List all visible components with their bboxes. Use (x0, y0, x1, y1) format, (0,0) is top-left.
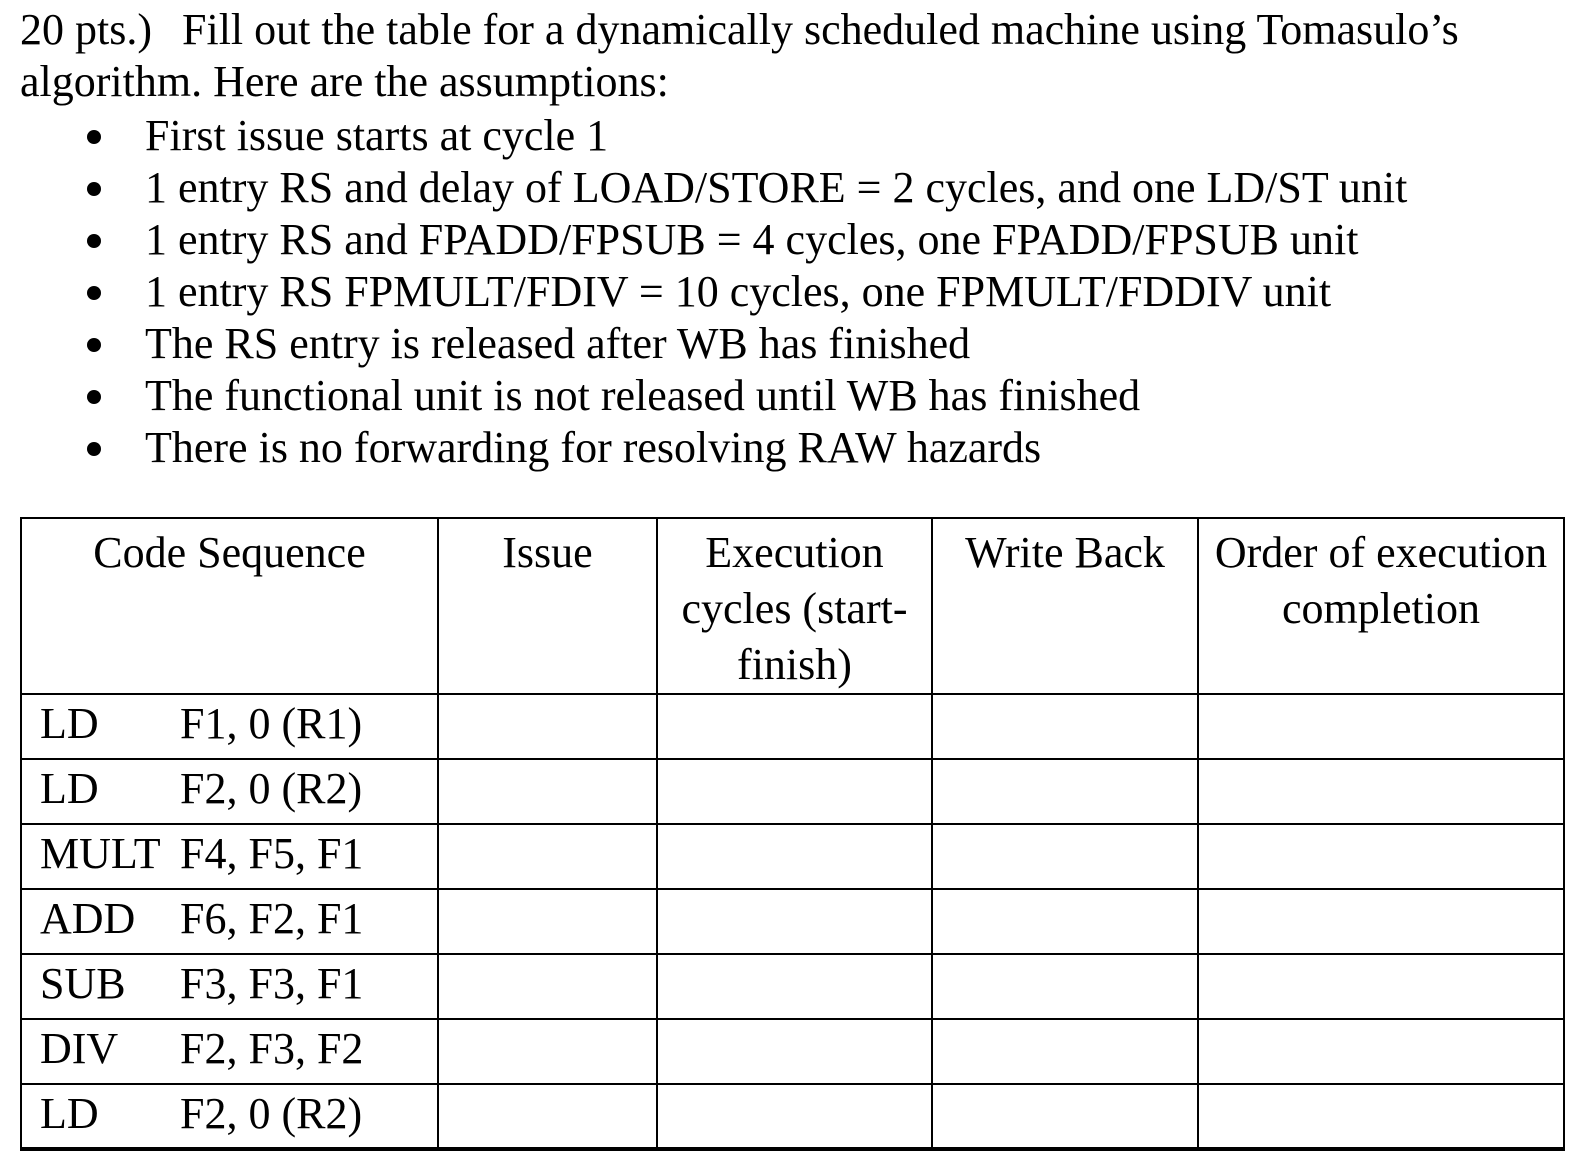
problem-statement-line1: 20 pts.) Fill out the table for a dynamic… (20, 4, 1459, 56)
write-back-cell (931, 953, 1199, 1020)
order-cell (1197, 1083, 1565, 1151)
code-cell: LD F2, 0 (R2) (20, 758, 439, 825)
assumption-text: The functional unit is not released unti… (145, 371, 1141, 420)
order-cell (1197, 888, 1565, 955)
execution-cell (656, 1083, 933, 1151)
header-row: Code Sequence Issue Execution cycles (st… (20, 517, 1565, 695)
table-row: LD F2, 0 (R2) (20, 1083, 1565, 1151)
opcode: LD (40, 1089, 99, 1138)
assumptions-list: First issue starts at cycle 1 1 entry RS… (85, 110, 1407, 474)
problem-statement-line2: algorithm. Here are the assumptions: (20, 57, 669, 106)
assumption-text: The RS entry is released after WB has fi… (145, 319, 971, 368)
code-cell: DIV F2, F3, F2 (20, 1018, 439, 1085)
execution-cell (656, 693, 933, 760)
code-cell: ADD F6, F2, F1 (20, 888, 439, 955)
execution-cell (656, 823, 933, 890)
issue-cell (437, 758, 658, 825)
bullet-icon (87, 130, 101, 144)
table-row: SUB F3, F3, F1 (20, 953, 1565, 1020)
opcode: ADD (40, 894, 136, 943)
execution-cell (656, 758, 933, 825)
bullet-icon (87, 442, 101, 456)
execution-cell (656, 888, 933, 955)
operands: F2, 0 (R2) (180, 764, 363, 813)
bullet-icon (87, 234, 101, 248)
order-cell (1197, 823, 1565, 890)
code-cell: LD F2, 0 (R2) (20, 1083, 439, 1151)
operands: F3, F3, F1 (180, 959, 364, 1008)
order-cell (1197, 1018, 1565, 1085)
code-cell: SUB F3, F3, F1 (20, 953, 439, 1020)
opcode: LD (40, 699, 99, 748)
operands: F6, F2, F1 (180, 894, 364, 943)
opcode: DIV (40, 1024, 119, 1073)
bullet-icon (87, 286, 101, 300)
issue-cell (437, 1083, 658, 1151)
issue-cell (437, 953, 658, 1020)
operands: F2, F3, F2 (180, 1024, 364, 1073)
table-row: LD F2, 0 (R2) (20, 758, 1565, 825)
code-cell: LD F1, 0 (R1) (20, 693, 439, 760)
problem-text: Fill out the table for a dynamically sch… (182, 5, 1459, 54)
write-back-cell (931, 693, 1199, 760)
issue-cell (437, 1018, 658, 1085)
issue-cell (437, 888, 658, 955)
write-back-cell (931, 888, 1199, 955)
col-header-code-sequence: Code Sequence (20, 517, 439, 695)
tomasulo-schedule-table: Code Sequence Issue Execution cycles (st… (20, 517, 1565, 1151)
assumption-text: 1 entry RS FPMULT/FDIV = 10 cycles, one … (145, 267, 1332, 316)
problem-statement: 20 pts.) Fill out the table for a dynamic… (20, 4, 1459, 108)
operands: F1, 0 (R1) (180, 699, 363, 748)
table-row: ADD F6, F2, F1 (20, 888, 1565, 955)
table-row: LD F1, 0 (R1) (20, 693, 1565, 760)
assumption-text: There is no forwarding for resolving RAW… (145, 423, 1042, 472)
assumption-item: There is no forwarding for resolving RAW… (85, 422, 1407, 474)
assumption-item: 1 entry RS FPMULT/FDIV = 10 cycles, one … (85, 266, 1407, 318)
bullet-icon (87, 338, 101, 352)
col-header-write-back: Write Back (931, 517, 1199, 695)
bullet-icon (87, 390, 101, 404)
code-cell: MULT F4, F5, F1 (20, 823, 439, 890)
operands: F2, 0 (R2) (180, 1089, 363, 1138)
assumption-item: The RS entry is released after WB has fi… (85, 318, 1407, 370)
write-back-cell (931, 1018, 1199, 1085)
execution-cell (656, 953, 933, 1020)
points-label: 20 pts.) (20, 5, 152, 54)
col-header-order-of-completion: Order of execution completion (1197, 517, 1565, 695)
assumption-text: 1 entry RS and delay of LOAD/STORE = 2 c… (145, 163, 1408, 212)
table-row: DIV F2, F3, F2 (20, 1018, 1565, 1085)
issue-cell (437, 693, 658, 760)
issue-cell (437, 823, 658, 890)
operands: F4, F5, F1 (180, 829, 364, 878)
write-back-cell (931, 1083, 1199, 1151)
col-header-execution-cycles: Execution cycles (start- finish) (656, 517, 933, 695)
assumption-item: First issue starts at cycle 1 (85, 110, 1407, 162)
table-row: MULT F4, F5, F1 (20, 823, 1565, 890)
assumption-item: The functional unit is not released unti… (85, 370, 1407, 422)
order-cell (1197, 953, 1565, 1020)
execution-cell (656, 1018, 933, 1085)
assumption-item: 1 entry RS and delay of LOAD/STORE = 2 c… (85, 162, 1407, 214)
assumption-item: 1 entry RS and FPADD/FPSUB = 4 cycles, o… (85, 214, 1407, 266)
assumption-text: 1 entry RS and FPADD/FPSUB = 4 cycles, o… (145, 215, 1359, 264)
assumption-text: First issue starts at cycle 1 (145, 111, 609, 160)
write-back-cell (931, 823, 1199, 890)
opcode: LD (40, 764, 99, 813)
opcode: MULT (40, 829, 161, 878)
bullet-icon (87, 182, 101, 196)
opcode: SUB (40, 959, 126, 1008)
col-header-issue: Issue (437, 517, 658, 695)
order-cell (1197, 693, 1565, 760)
order-cell (1197, 758, 1565, 825)
write-back-cell (931, 758, 1199, 825)
